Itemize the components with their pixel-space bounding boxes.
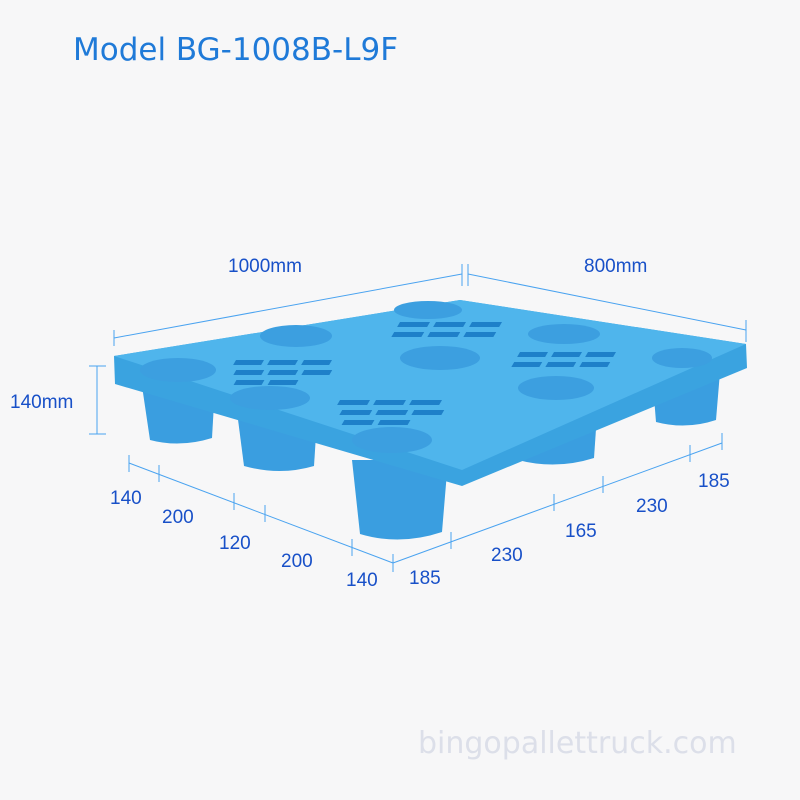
- length-segment-5: 140: [346, 570, 378, 591]
- pallet-image: [114, 300, 747, 540]
- length-segment-3: 120: [219, 533, 251, 554]
- width-segment-4: 230: [636, 496, 668, 517]
- length-segment-1: 140: [110, 488, 142, 509]
- width-segment-2: 230: [491, 545, 523, 566]
- dimension-lines: [89, 264, 747, 572]
- length-segment-2: 200: [162, 507, 194, 528]
- width-segment-1: 185: [409, 568, 441, 589]
- model-title: Model BG-1008B-L9F: [73, 32, 399, 68]
- width-segment-5: 185: [698, 471, 730, 492]
- width-segment-3: 165: [565, 521, 597, 542]
- length-segment-4: 200: [281, 551, 313, 572]
- width-label: 800mm: [584, 256, 648, 277]
- watermark: bingopallettruck.com: [418, 726, 737, 761]
- length-label: 1000mm: [228, 256, 302, 277]
- height-label: 140mm: [10, 392, 74, 413]
